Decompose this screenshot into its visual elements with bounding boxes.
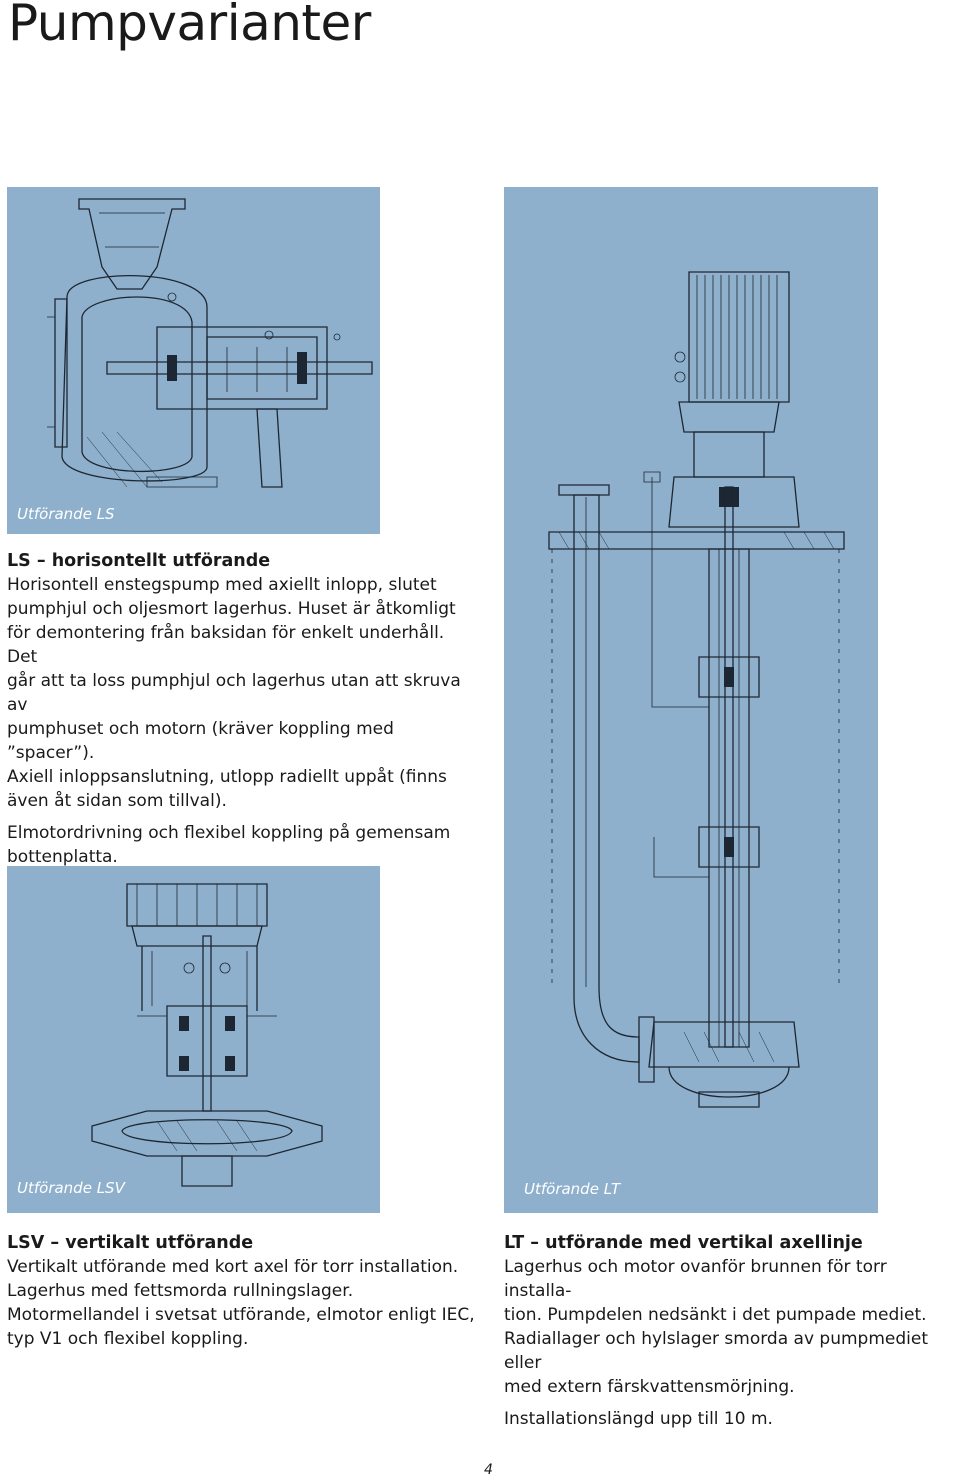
lt-drawing-panel: Utförande LT (504, 187, 878, 1213)
page-number: 4 (484, 1462, 493, 1478)
lsv-pump-drawing (91, 883, 323, 1187)
lsv-text-line: Motormellandel i svetsat utförande, elmo… (7, 1305, 475, 1325)
ls-text-line: går att ta loss pumphjul och lagerhus ut… (7, 671, 461, 715)
lsv-heading: LSV – vertikalt utförande (7, 1233, 254, 1253)
lt-caption: Utförande LT (524, 1180, 621, 1198)
lsv-text-line: Lagerhus med fettsmorda rullningslager. (7, 1281, 354, 1301)
ls-description: LS – horisontellt utförande Horisontell … (7, 549, 477, 869)
lsv-text-line: typ V1 och flexibel koppling. (7, 1329, 249, 1349)
lt-text-line: Lagerhus och motor ovanför brunnen för t… (504, 1257, 887, 1301)
lt-text-line: Radiallager och hylslager smorda av pump… (504, 1329, 928, 1373)
ls-caption: Utförande LS (17, 505, 115, 523)
ls-pump-drawing (47, 198, 373, 488)
lt-text-line: tion. Pumpdelen nedsänkt i det pumpade m… (504, 1305, 927, 1325)
lsv-drawing-panel: Utförande LSV (7, 866, 380, 1213)
ls-text2-line: Elmotordrivning och flexibel koppling på… (7, 823, 451, 843)
lt-heading: LT – utförande med vertikal axellinje (504, 1233, 863, 1253)
lt-description: LT – utförande med vertikal axellinje La… (504, 1231, 959, 1431)
lt-text-line: med extern färskvattensmörjning. (504, 1377, 795, 1397)
lsv-description: LSV – vertikalt utförande Vertikalt utfö… (7, 1231, 487, 1351)
ls-drawing-panel: Utförande LS (7, 187, 380, 534)
lsv-caption: Utförande LSV (17, 1179, 125, 1197)
page-title: Pumpvarianter (8, 0, 371, 52)
ls-text-line: Axiell inloppsanslutning, utlopp radiell… (7, 767, 447, 787)
lt-text2-line: Installationslängd upp till 10 m. (504, 1409, 773, 1429)
lsv-text-line: Vertikalt utförande med kort axel för to… (7, 1257, 459, 1277)
lt-pump-drawing (548, 271, 845, 1108)
ls-text-line: även åt sidan som tillval). (7, 791, 227, 811)
ls-text-line: pumphjul och oljesmort lagerhus. Huset ä… (7, 599, 456, 619)
ls-text2-line: bottenplatta. (7, 847, 118, 867)
ls-text-line: pumphuset och motorn (kräver koppling me… (7, 719, 394, 763)
ls-text-line: för demontering från baksidan för enkelt… (7, 623, 445, 667)
ls-text-line: Horisontell enstegspump med axiellt inlo… (7, 575, 437, 595)
ls-heading: LS – horisontellt utförande (7, 551, 271, 571)
